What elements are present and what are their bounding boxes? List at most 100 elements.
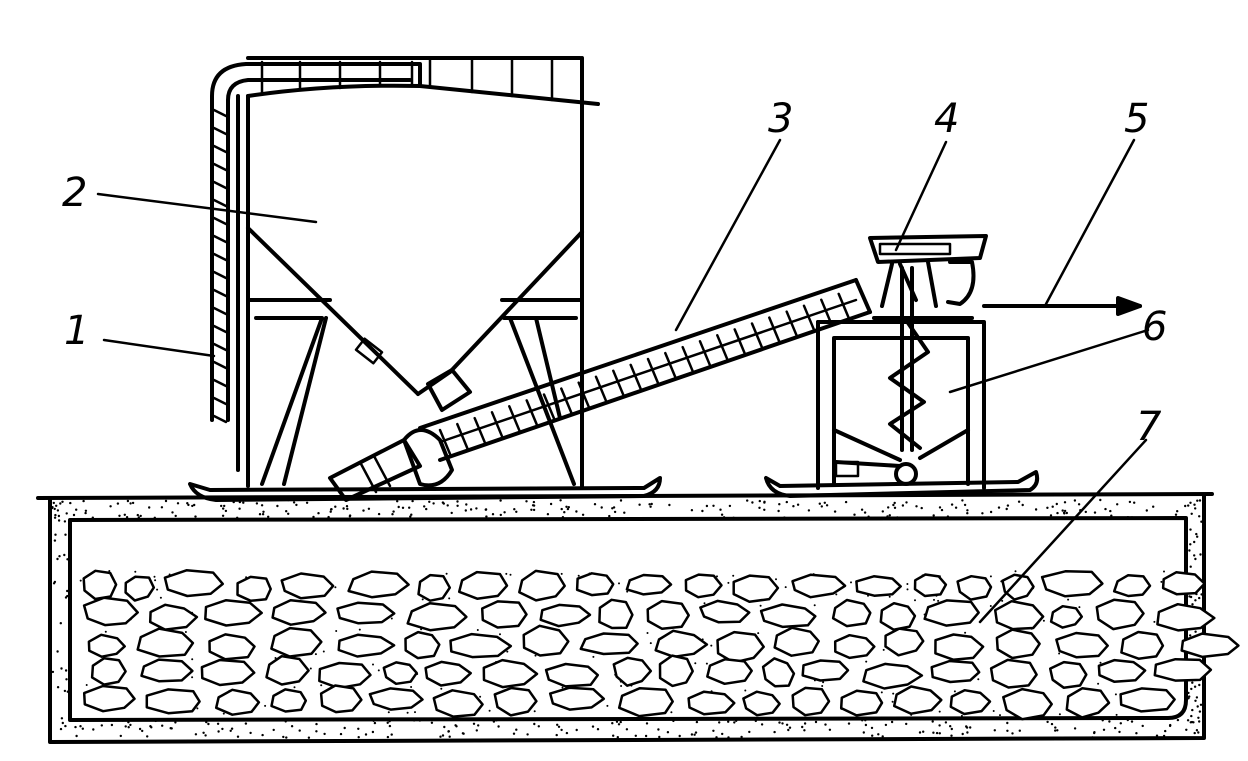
rubble-stone (1119, 687, 1176, 713)
callout-7: 7 (1136, 404, 1162, 450)
rubble-stone (382, 661, 418, 686)
rubble-stone (923, 599, 980, 627)
callout-5: 5 (1124, 96, 1149, 142)
rubble-stone (1180, 632, 1240, 659)
rubble-stone (687, 690, 736, 716)
rubble-stone (522, 624, 570, 657)
rubble-stone (1156, 602, 1216, 632)
rubble-stone (1065, 687, 1111, 719)
rubble-stone (319, 684, 363, 714)
rubble-stone (544, 662, 600, 688)
callout-4: 4 (934, 96, 959, 142)
rubble-stone (831, 598, 872, 628)
rubble-stone (204, 598, 263, 627)
rubble-stone (449, 632, 513, 659)
leader-lines (96, 138, 1150, 624)
rubble-stone (654, 629, 709, 659)
rubble-stone (791, 573, 847, 599)
callout-3: 3 (768, 96, 793, 142)
rubble-stone (732, 574, 780, 604)
rubble-stone (82, 684, 136, 713)
rubble-stone (598, 598, 634, 630)
rubble-stone (839, 689, 884, 717)
rubble-stone (406, 601, 468, 632)
rubble-stone (684, 573, 723, 599)
rubble-stone (336, 601, 396, 625)
rubble-stone (773, 626, 820, 657)
rubble-stone (646, 599, 690, 631)
rubble-stone (801, 659, 850, 682)
rubble-stone (148, 603, 199, 631)
rubble-stone (1001, 573, 1035, 601)
rubble-stone (1097, 658, 1147, 683)
rubble-stone (548, 686, 606, 711)
rubble-stone (1002, 687, 1053, 721)
rubble-stone (236, 575, 272, 603)
rubble-stone (956, 574, 993, 601)
rubble-stone (140, 658, 194, 683)
rubble-stone (575, 572, 615, 597)
rubble-stone (1161, 571, 1206, 596)
rubble-stone (862, 662, 924, 690)
rubble-stone (200, 658, 256, 687)
rubble-stone (368, 687, 424, 711)
rubble-stone (934, 633, 985, 661)
rubble-stone (579, 632, 639, 656)
rubble-stone (1112, 573, 1152, 598)
rubble-stone (617, 686, 674, 718)
rubble-stone (480, 600, 528, 629)
rubble-stone (493, 686, 538, 717)
rubble-stone (761, 657, 796, 688)
rubble-stone (318, 661, 372, 690)
rubble-stone (879, 601, 917, 631)
rubble-stone (145, 688, 201, 715)
rubble-stone (163, 569, 225, 598)
rubble-stone (699, 599, 751, 624)
rubble-stone (1049, 604, 1084, 629)
rubble-stone (791, 686, 831, 717)
rubble-stone (270, 626, 323, 658)
rubble-stone (1055, 631, 1109, 659)
rubble-stone (993, 599, 1045, 631)
rubble-stone (214, 688, 261, 716)
rubble-stone (913, 573, 948, 598)
rubble-stone (884, 627, 925, 657)
rubble-stone (930, 659, 981, 684)
rubble-stone (989, 658, 1038, 689)
rubble-stone (208, 633, 256, 661)
rubble-stone (136, 627, 195, 658)
rubble-stone (539, 603, 592, 628)
rubble-stone (716, 630, 765, 664)
rubble-stone (759, 603, 817, 629)
rubble-stone (1095, 598, 1145, 631)
rubble-stone (742, 690, 781, 717)
rubble-stone (457, 570, 509, 600)
rubble-stone (424, 660, 472, 687)
rubble-stone (82, 569, 118, 601)
rubble-stone (280, 572, 335, 600)
rubble-stone (482, 658, 539, 689)
rubble-stone (82, 596, 139, 627)
concrete-dots (50, 498, 1203, 739)
rubble-stone (892, 685, 943, 715)
rubble-stone (404, 630, 441, 660)
agitator-drive (868, 234, 988, 452)
rubble-stone (612, 656, 653, 687)
rubble-fill (79, 569, 1240, 721)
rubble-stone (833, 633, 876, 660)
screw-conveyor (328, 278, 872, 502)
rubble-stone (658, 654, 694, 688)
silo (188, 56, 662, 502)
rubble-stone (417, 573, 452, 602)
callouts: 1 2 3 4 5 6 7 (62, 96, 1167, 450)
rubble-stone (518, 569, 566, 602)
rubble-stone (855, 575, 902, 597)
callout-6: 6 (1142, 304, 1167, 350)
callout-2: 2 (62, 170, 87, 216)
rubble-stone (270, 688, 308, 713)
rubble-stone (87, 633, 126, 658)
rubble-stone (625, 573, 673, 596)
rubble-stone (124, 575, 156, 602)
